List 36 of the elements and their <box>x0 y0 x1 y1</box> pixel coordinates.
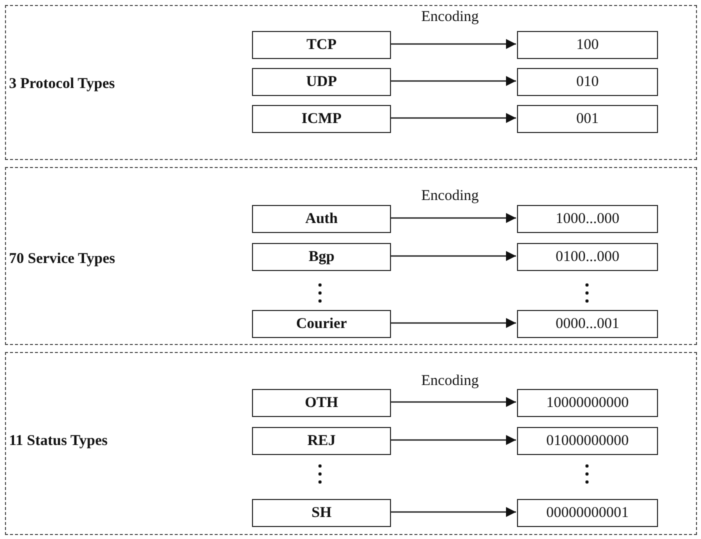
encoding-label: Encoding <box>420 373 480 390</box>
code-box: 10000000000 <box>517 389 658 417</box>
type-box: TCP <box>252 31 391 59</box>
group-title: 70 Service Types <box>9 251 116 268</box>
code-box: 1000...000 <box>517 205 658 233</box>
type-box: Auth <box>252 205 391 233</box>
arrow <box>390 76 516 86</box>
code-box: 100 <box>517 31 658 59</box>
arrow <box>390 435 516 445</box>
type-box: Bgp <box>252 243 391 271</box>
code-box: 010 <box>517 68 658 96</box>
dashed-group-panel <box>5 5 697 160</box>
type-box: ICMP <box>252 105 391 133</box>
code-box: 01000000000 <box>517 427 658 455</box>
group-title: 3 Protocol Types <box>9 76 115 93</box>
arrow <box>390 397 516 407</box>
type-box: OTH <box>252 389 391 417</box>
encoding-label: Encoding <box>420 188 480 205</box>
encoding-label: Encoding <box>420 9 480 26</box>
type-box: UDP <box>252 68 391 96</box>
type-box: REJ <box>252 427 391 455</box>
dashed-group-panel <box>5 167 697 345</box>
arrow <box>390 251 516 261</box>
type-box: SH <box>252 499 391 527</box>
arrow <box>390 318 516 328</box>
arrow <box>390 39 516 49</box>
arrow <box>390 213 516 223</box>
code-box: 001 <box>517 105 658 133</box>
type-box: Courier <box>252 310 391 338</box>
dashed-group-panel <box>5 352 697 535</box>
code-box: 00000000001 <box>517 499 658 527</box>
group-title: 11 Status Types <box>9 433 108 450</box>
code-box: 0100...000 <box>517 243 658 271</box>
arrow <box>390 113 516 123</box>
arrow <box>390 507 516 517</box>
code-box: 0000...001 <box>517 310 658 338</box>
